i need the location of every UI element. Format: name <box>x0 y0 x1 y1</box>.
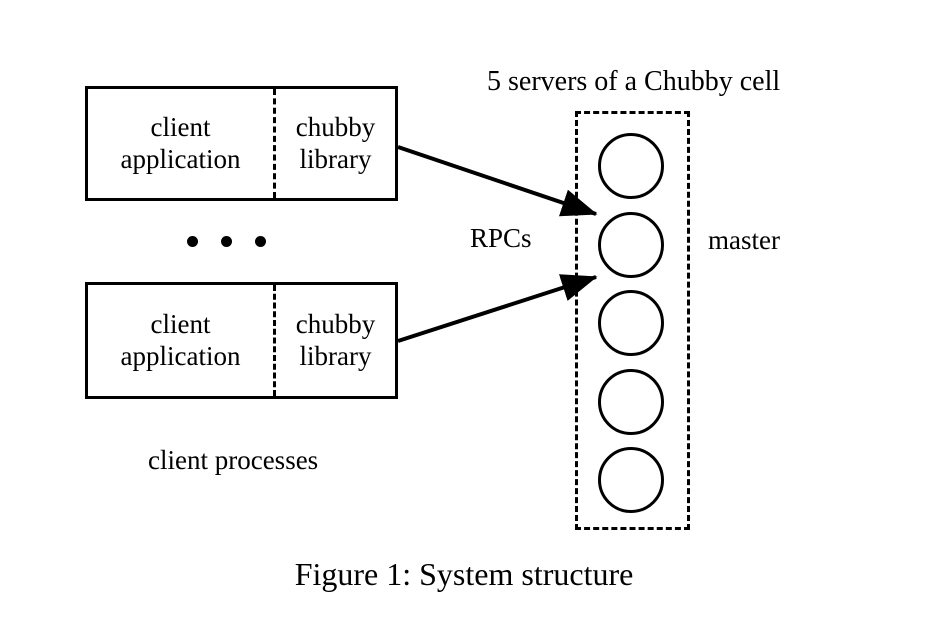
ellipsis-dot <box>254 235 266 247</box>
chubby-library-label-line2: library <box>299 340 372 371</box>
figure-caption: Figure 1: System structure <box>294 556 634 592</box>
chubby-server-node[interactable] <box>598 447 664 513</box>
client-process-box-top[interactable]: client application chubby library <box>85 86 398 201</box>
chubby-server-node[interactable] <box>598 369 664 435</box>
rpc-arrow-top <box>397 145 598 217</box>
ellipsis-dot <box>186 235 198 247</box>
rpc-arrow-bottom <box>397 274 598 343</box>
client-application-cell-bottom: client application <box>88 285 276 396</box>
chubby-server-node[interactable] <box>598 133 664 199</box>
client-process-box-bottom[interactable]: client application chubby library <box>85 282 398 399</box>
client-application-cell-top: client application <box>88 89 276 198</box>
client-application-label-line2: application <box>120 143 241 174</box>
chubby-library-label-line1: chubby <box>295 308 376 339</box>
rpcs-label: RPCs <box>470 223 532 253</box>
master-server-label: master <box>708 225 780 255</box>
client-application-label-line1: client <box>150 308 211 339</box>
chubby-library-label-line1: chubby <box>295 111 376 142</box>
chubby-library-label-line2: library <box>299 143 372 174</box>
client-application-label-line2: application <box>120 340 241 371</box>
client-application-label-line1: client <box>150 111 211 142</box>
chubby-server-node-master[interactable] <box>598 212 664 278</box>
chubby-server-node[interactable] <box>598 290 664 356</box>
client-processes-ellipsis <box>186 235 266 247</box>
chubby-library-cell-bottom: chubby library <box>276 285 395 396</box>
chubby-library-cell-top: chubby library <box>276 89 395 198</box>
ellipsis-dot <box>220 235 232 247</box>
chubby-cell-title: 5 servers of a Chubby cell <box>487 66 781 97</box>
client-processes-label: client processes <box>148 445 319 475</box>
